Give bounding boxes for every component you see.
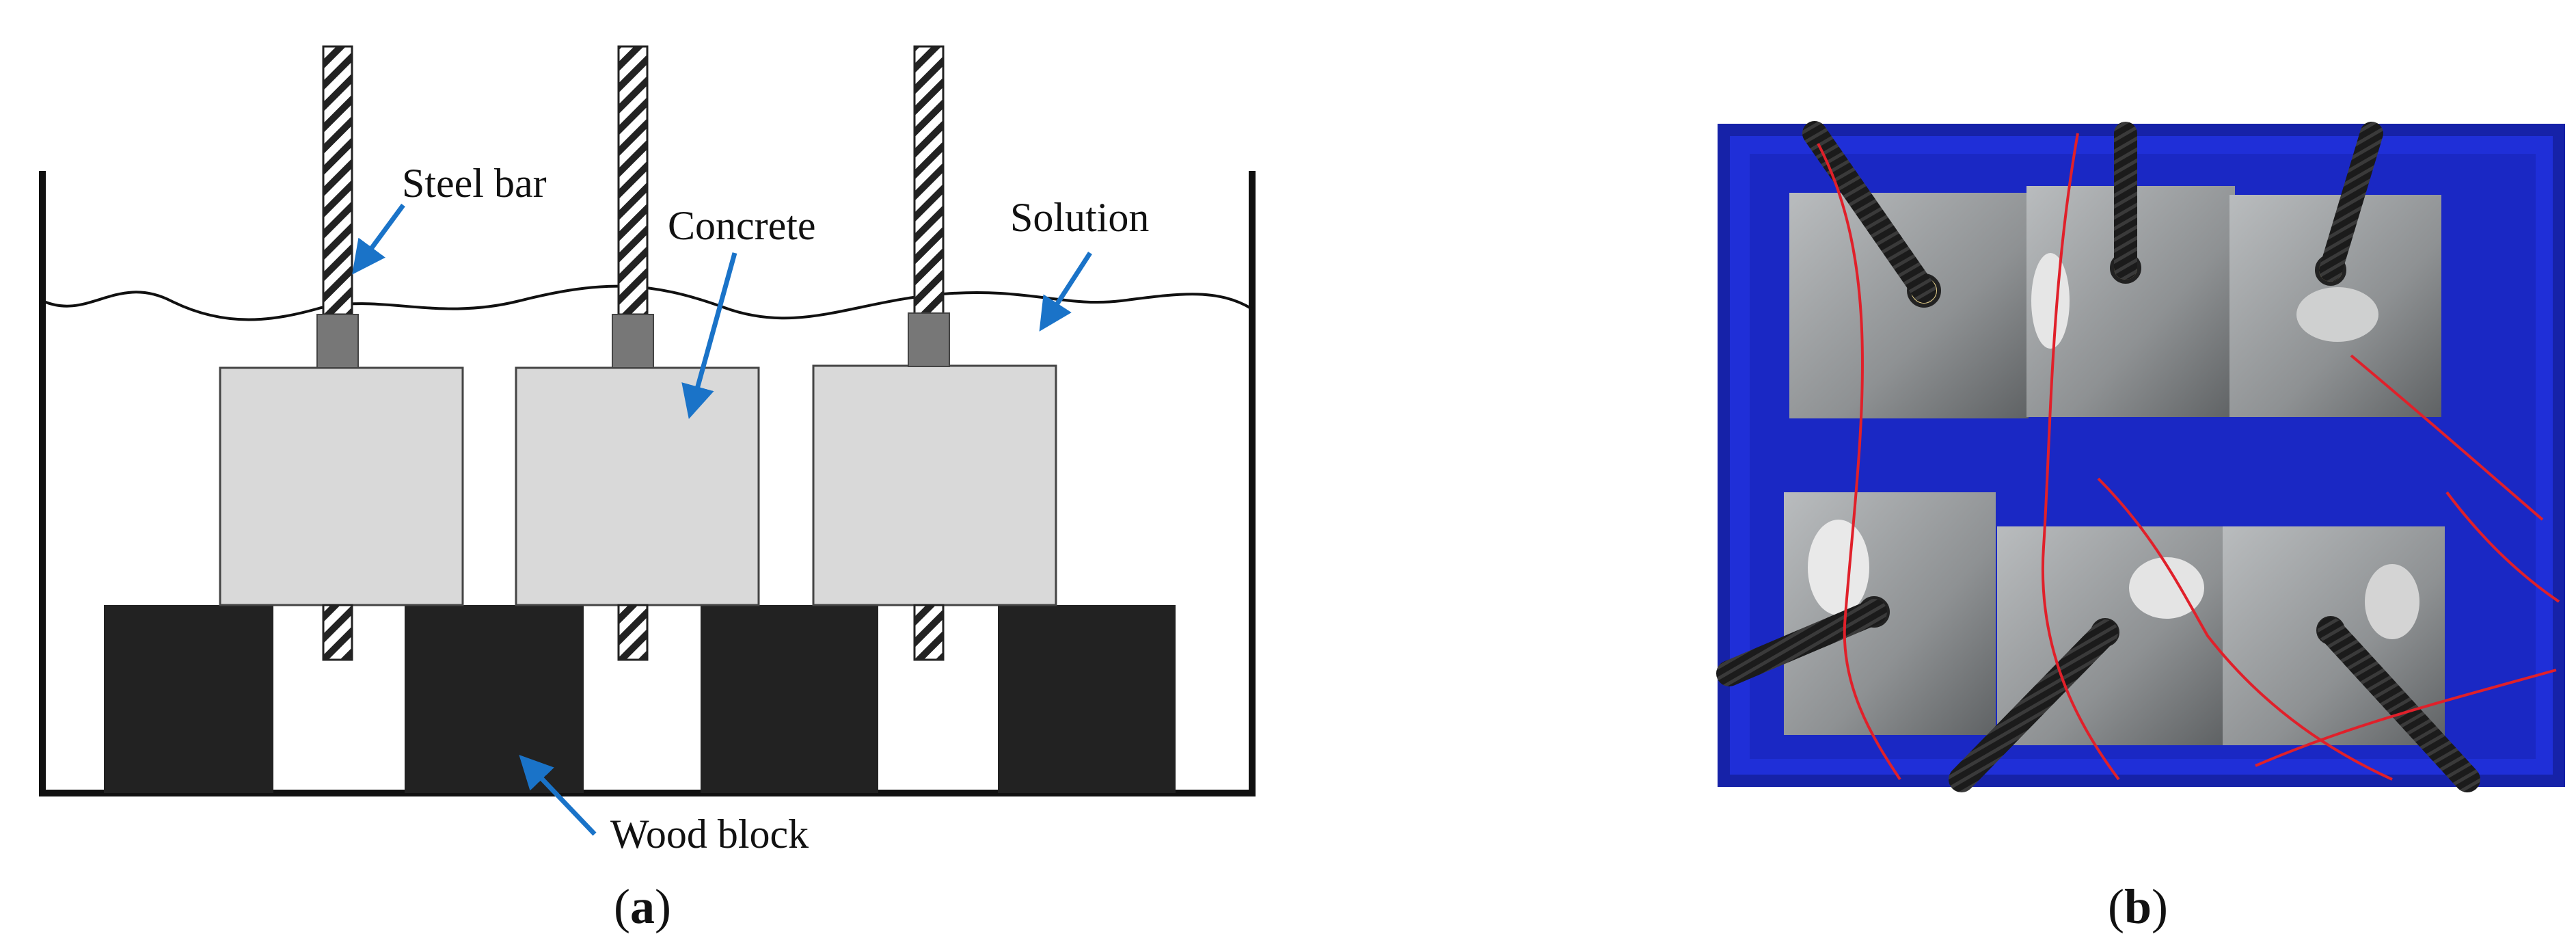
concrete-arrow <box>681 252 737 419</box>
solution-arrow <box>1039 252 1092 332</box>
steel-bar-upper <box>913 45 945 316</box>
panel-a-schematic: Steel bar Concrete Solution Wood block (… <box>39 45 1256 934</box>
photo-rebar <box>2318 617 2480 792</box>
caption-letter: b <box>2124 879 2152 934</box>
photo-specimen <box>1789 193 2029 418</box>
red-wire <box>2445 491 2560 603</box>
steel-bar-lower <box>617 604 649 661</box>
wood-block <box>405 605 584 793</box>
concrete-specimen <box>812 364 1057 606</box>
panel-b-caption: (b) <box>2108 879 2168 934</box>
steel-bar-collar <box>612 314 654 369</box>
specimen-patch <box>2365 564 2419 639</box>
red-wire <box>2097 477 2393 781</box>
steel-bar-lower <box>913 604 945 661</box>
red-wire <box>1817 143 1901 781</box>
wood-block <box>701 605 878 793</box>
red-wire <box>2350 354 2544 521</box>
concrete-specimen <box>219 366 464 606</box>
concrete-label: Concrete <box>668 203 816 248</box>
caption-close-paren: ) <box>655 879 671 934</box>
photo-rebar <box>1716 599 1887 686</box>
caption-close-paren: ) <box>2152 879 2168 934</box>
photo-rebar <box>1802 121 1936 303</box>
steel-bar-collar <box>316 314 359 369</box>
steel-bar-upper <box>617 45 649 316</box>
red-wire <box>2042 133 2120 781</box>
panel-a-caption: (a) <box>614 879 671 934</box>
container-outline <box>39 171 1256 796</box>
wood-block-arrow <box>519 755 597 836</box>
tray-rim <box>1718 124 2565 787</box>
steel-bar-arrow <box>352 203 405 275</box>
wood-block <box>104 605 273 793</box>
specimen-patch <box>2296 287 2378 342</box>
photo-rebar <box>2319 122 2383 282</box>
steel-bar-collar <box>908 312 950 367</box>
caption-open-paren: ( <box>2108 879 2124 934</box>
specimen-patch <box>1808 520 1869 615</box>
wood-block-label: Wood block <box>610 812 809 857</box>
wood-block <box>998 605 1176 793</box>
steel-bar-lower <box>322 604 353 661</box>
panel-b-photo: (b) <box>1716 121 2565 934</box>
solution-label: Solution <box>1010 195 1149 240</box>
caption-letter: a <box>630 879 655 934</box>
concrete-specimen <box>515 366 760 606</box>
photo-specimen <box>1784 492 1996 735</box>
red-wire <box>2255 669 2557 767</box>
steel-bar-label: Steel bar <box>402 161 547 206</box>
caption-open-paren: ( <box>614 879 630 934</box>
specimen-patch <box>2129 557 2204 619</box>
steel-bar-upper <box>322 45 353 316</box>
photo-rebar <box>1949 619 2118 792</box>
specimen-patch <box>2031 253 2070 349</box>
